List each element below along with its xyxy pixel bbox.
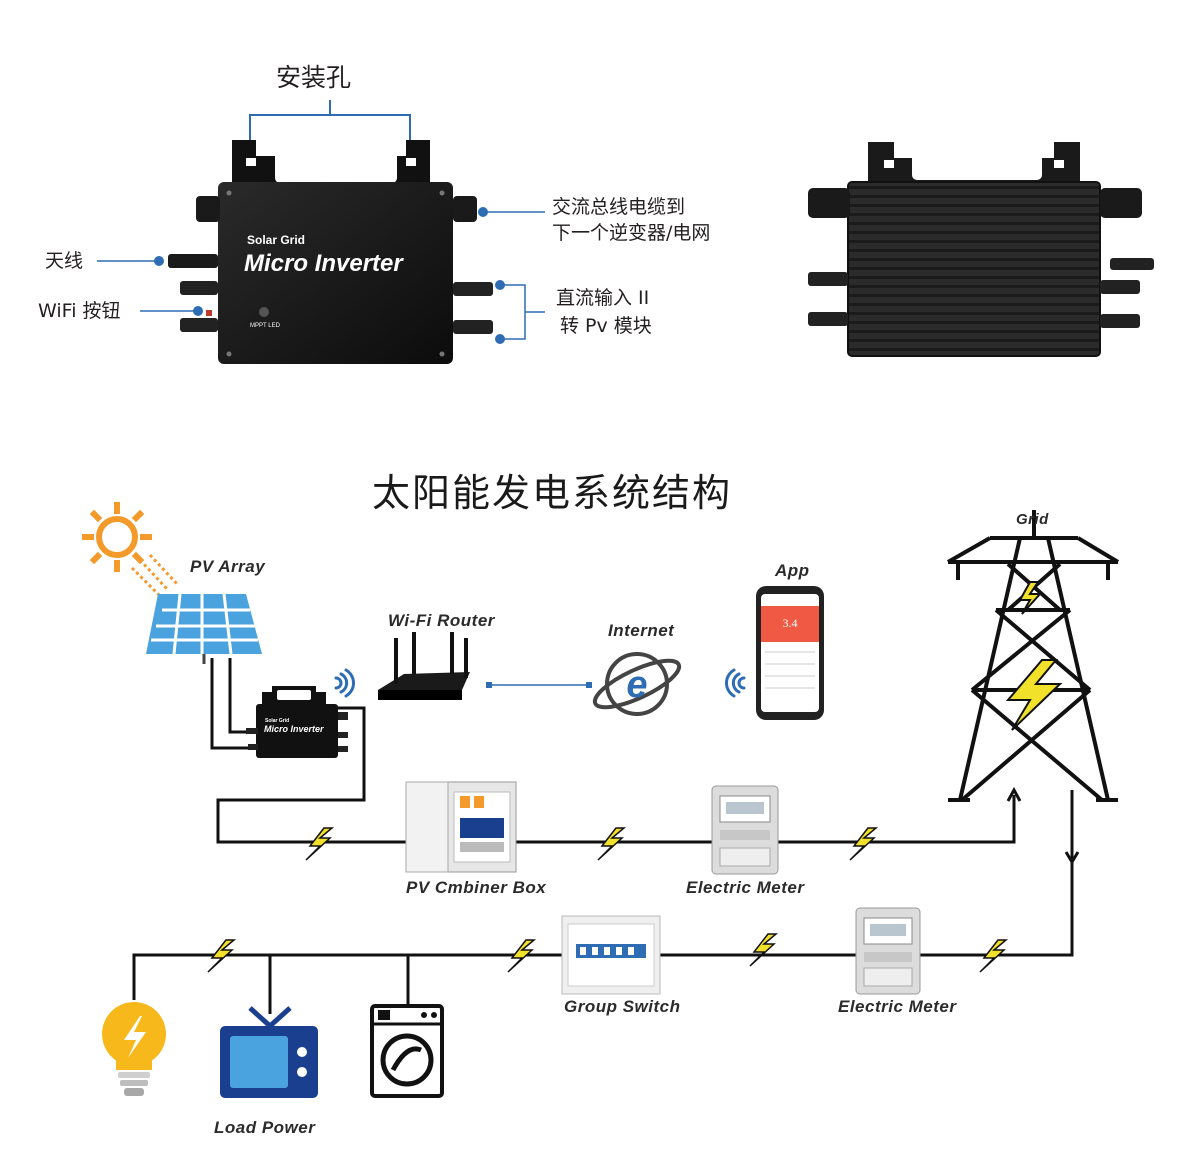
label-electric-meter-bottom: Electric Meter	[838, 997, 957, 1016]
inverter-brand-text: Solar Grid	[247, 233, 306, 247]
tower-lightning-icon	[1005, 581, 1063, 731]
mini-inverter-icon	[246, 686, 348, 758]
inverter-model-text: Micro Inverter	[244, 250, 403, 277]
power-tower-icon	[947, 510, 1120, 802]
label-dc-input: 直流输入 II	[556, 287, 650, 309]
tv-icon	[220, 1006, 318, 1098]
light-bulb-icon	[102, 1002, 166, 1096]
label-group-switch: Group Switch	[564, 997, 681, 1016]
mount-holes-callout	[249, 100, 411, 140]
svg-text:e: e	[626, 664, 647, 706]
label-internet: Internet	[608, 621, 675, 640]
dc-wires	[210, 658, 256, 750]
combiner-box-icon	[405, 781, 517, 873]
solar-panel-icon	[146, 593, 262, 664]
inverter-rear-view	[808, 142, 1154, 357]
smartphone-app-icon: 3.4	[756, 586, 824, 720]
inverter-led-text: MPPT LED	[250, 323, 280, 329]
power-flow-bolts	[207, 827, 1009, 973]
inverter-front-view	[168, 140, 493, 364]
label-pv-module: 转 Pv 模块	[560, 315, 652, 337]
router-icon	[378, 632, 470, 700]
sun-icon	[82, 502, 180, 598]
group-switch-icon	[561, 915, 661, 995]
label-load-power: Load Power	[214, 1118, 316, 1137]
wifi-signal-icon	[334, 668, 356, 698]
label-next-inverter-grid: 下一个逆变器/电网	[552, 222, 711, 244]
label-pv-array: PV Array	[190, 557, 266, 576]
app-wifi-signal-icon	[724, 668, 746, 698]
mini-inverter-model: Micro Inverter	[264, 724, 324, 734]
callout-lines	[97, 207, 545, 344]
mini-inverter-brand: Solar Grid	[265, 718, 290, 724]
label-grid: Grid	[1016, 511, 1049, 528]
label-electric-meter-top: Electric Meter	[686, 878, 805, 897]
washing-machine-icon	[370, 1004, 444, 1098]
electric-meter-top-icon	[711, 785, 779, 875]
network-link	[486, 682, 592, 688]
label-combiner-box: PV Cmbiner Box	[406, 878, 547, 897]
internet-globe-icon: e	[592, 652, 682, 716]
label-antenna: 天线	[45, 250, 84, 272]
diagram-title: 太阳能发电系统结构	[372, 471, 733, 515]
label-ac-bus-cable: 交流总线电缆到	[552, 196, 686, 218]
electric-meter-bottom-icon	[855, 907, 921, 995]
label-wifi-router: Wi-Fi Router	[388, 611, 495, 630]
label-wifi-button: WiFi 按钮	[38, 300, 121, 322]
label-mount-holes: 安装孔	[276, 63, 352, 92]
app-value: 3.4	[783, 616, 798, 630]
label-app: App	[775, 561, 810, 580]
